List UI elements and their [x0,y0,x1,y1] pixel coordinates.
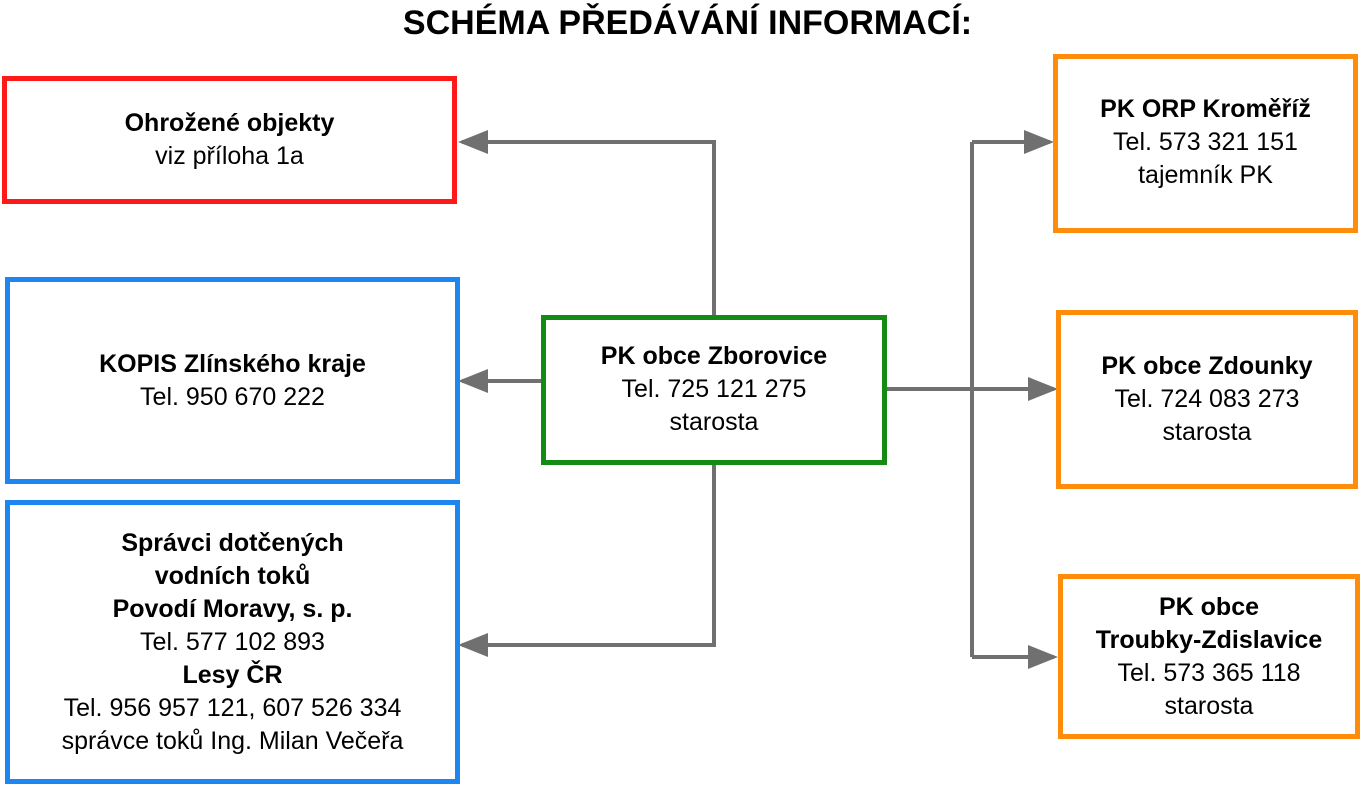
troubky-heading-1: PK obce [1158,592,1260,621]
box-pk-troubky-zdislavice: PK obce Troubky-Zdislavice Tel. 573 365 … [1058,574,1360,739]
spravci-org-2: Lesy ČR [182,660,283,689]
zdounky-heading: PK obce Zdounky [1101,352,1313,380]
box-spravci-toku: Správci dotčených vodních toků Povodí Mo… [5,500,460,784]
box-pk-orp-kromeriz: PK ORP Kroměříž Tel. 573 321 151 tajemní… [1053,54,1358,233]
zborovice-role: starosta [669,408,759,436]
kopis-heading: KOPIS Zlínského kraje [99,350,366,378]
arrowhead-orp [1024,130,1054,154]
ohrozene-text: viz příloha 1a [155,142,304,170]
arrowhead-troubky [1028,645,1058,669]
arrow-to-spravci [462,463,716,647]
spravci-heading-1: Správci dotčených [121,528,344,557]
arrowhead-zdounky [1028,377,1058,401]
troubky-tel: Tel. 573 365 118 [1117,658,1301,687]
box-pk-zborovice: PK obce Zborovice Tel. 725 121 275 staro… [541,315,887,465]
diagram-title: SCHÉMA PŘEDÁVÁNÍ INFORMACÍ: [402,4,973,42]
arrow-to-ohrozene [462,140,716,318]
troubky-heading-2: Troubky-Zdislavice [1095,625,1323,654]
spravci-tel-1: Tel. 577 102 893 [140,627,325,656]
kopis-tel: Tel. 950 670 222 [140,383,325,411]
zborovice-heading: PK obce Zborovice [600,342,828,370]
spravci-heading-2: vodních toků [154,561,311,590]
spravci-org-1: Povodí Moravy, s. p. [112,594,353,623]
arrowhead-ohrozene [458,130,488,154]
spravci-note: správce toků Ing. Milan Večeřa [61,726,404,755]
box-pk-zdounky: PK obce Zdounky Tel. 724 083 273 starost… [1056,310,1358,489]
orp-role: tajemník PK [1138,161,1273,189]
orp-heading: PK ORP Kroměříž [1100,95,1311,123]
box-kopis: KOPIS Zlínského kraje Tel. 950 670 222 [5,277,460,484]
ohrozene-heading: Ohrožené objekty [124,109,335,137]
troubky-role: starosta [1164,691,1254,720]
orp-tel: Tel. 573 321 151 [1113,128,1298,156]
zborovice-tel: Tel. 725 121 275 [621,375,807,403]
arrowhead-spravci [458,633,488,657]
zdounky-role: starosta [1162,418,1252,446]
zdounky-tel: Tel. 724 083 273 [1114,385,1300,413]
spravci-tel-2: Tel. 956 957 121, 607 526 334 [63,693,402,722]
box-ohrozene-objekty: Ohrožené objekty viz příloha 1a [2,76,457,204]
arrowhead-kopis [458,369,488,393]
